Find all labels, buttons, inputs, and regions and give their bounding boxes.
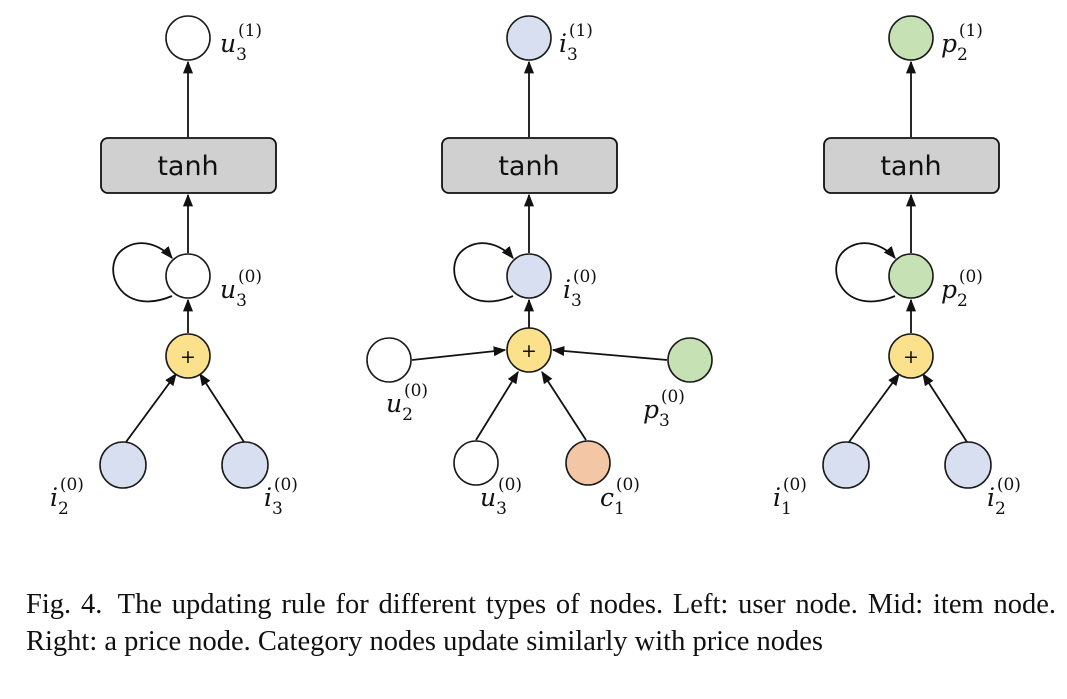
right-input1-edge [848,372,900,443]
mid-input-p3-node [667,337,713,383]
mid-input-u2-label: u2(0) [386,381,428,425]
right-input1-node [822,441,870,489]
left-input1-edge [125,372,177,443]
left-input1-label: i2(0) [50,475,84,519]
left-input1-node [99,441,147,489]
mid-input-p3-label: p3(0) [643,387,685,431]
mid-input-p3-edge [551,345,668,361]
mid-input-c1-label: c1(0) [600,475,640,519]
right-plus-symbol: + [903,346,919,368]
right-self-node [888,253,934,299]
left-sum-node [165,333,211,379]
mid-self-loop-edge [453,242,514,303]
left-input2-edge [199,372,245,443]
mid-input-u2-node [366,337,412,383]
node-update-diagram: tanh + u3(1) u3(0) i2(0) i3(0) [50,15,1021,519]
mid-self-node [506,253,552,299]
right-panel: tanh + p2(1) p2(0) i1(0) i2(0) [773,15,1021,519]
left-self-loop-edge [112,242,173,303]
left-tanh-label: tanh [157,151,218,182]
mid-input-u3-node [453,440,499,486]
right-input2-node [944,441,992,489]
figure-label: Fig. 4. [26,589,103,620]
mid-input-c1-node [565,440,611,486]
mid-input-u3-edge [475,370,519,441]
figure-caption: Fig. 4. The updating rule for different … [26,586,1056,660]
left-plus-symbol: + [180,346,196,368]
mid-plus-symbol: + [521,340,537,362]
right-self-loop-edge [835,242,896,303]
left-panel: tanh + u3(1) u3(0) i2(0) i3(0) [50,15,298,519]
right-self-label: p2(0) [941,267,983,311]
left-self-label: u3(0) [220,267,262,311]
right-sum-node [888,333,934,379]
left-self-node [165,253,211,299]
mid-output-node [506,15,552,61]
left-input2-node [221,441,269,489]
mid-input-c1-edge [541,370,587,441]
right-tanh-label: tanh [880,151,941,182]
left-input2-label: i3(0) [264,475,298,519]
mid-tanh-box [441,137,618,194]
mid-tanh-label: tanh [498,151,559,182]
right-input1-label: i1(0) [773,475,807,519]
mid-self-label: i3(0) [563,267,597,311]
right-input2-label: i2(0) [987,475,1021,519]
left-output-label: u3(1) [220,21,262,65]
mid-input-u2-edge [411,346,507,361]
mid-input-u3-label: u3(0) [480,475,522,519]
mid-output-label: i3(1) [559,21,593,65]
right-output-label: p2(1) [941,21,983,65]
right-output-node [888,15,934,61]
mid-sum-node [506,327,552,373]
left-tanh-box [100,137,277,194]
caption-text: The updating rule for different types of… [26,589,1056,657]
mid-panel: tanh + i3(1) i3(0) u2(0) p3(0) u3(0) c1(… [366,15,713,519]
left-output-node [165,15,211,61]
right-tanh-box [823,137,1000,194]
right-input2-edge [922,372,968,443]
